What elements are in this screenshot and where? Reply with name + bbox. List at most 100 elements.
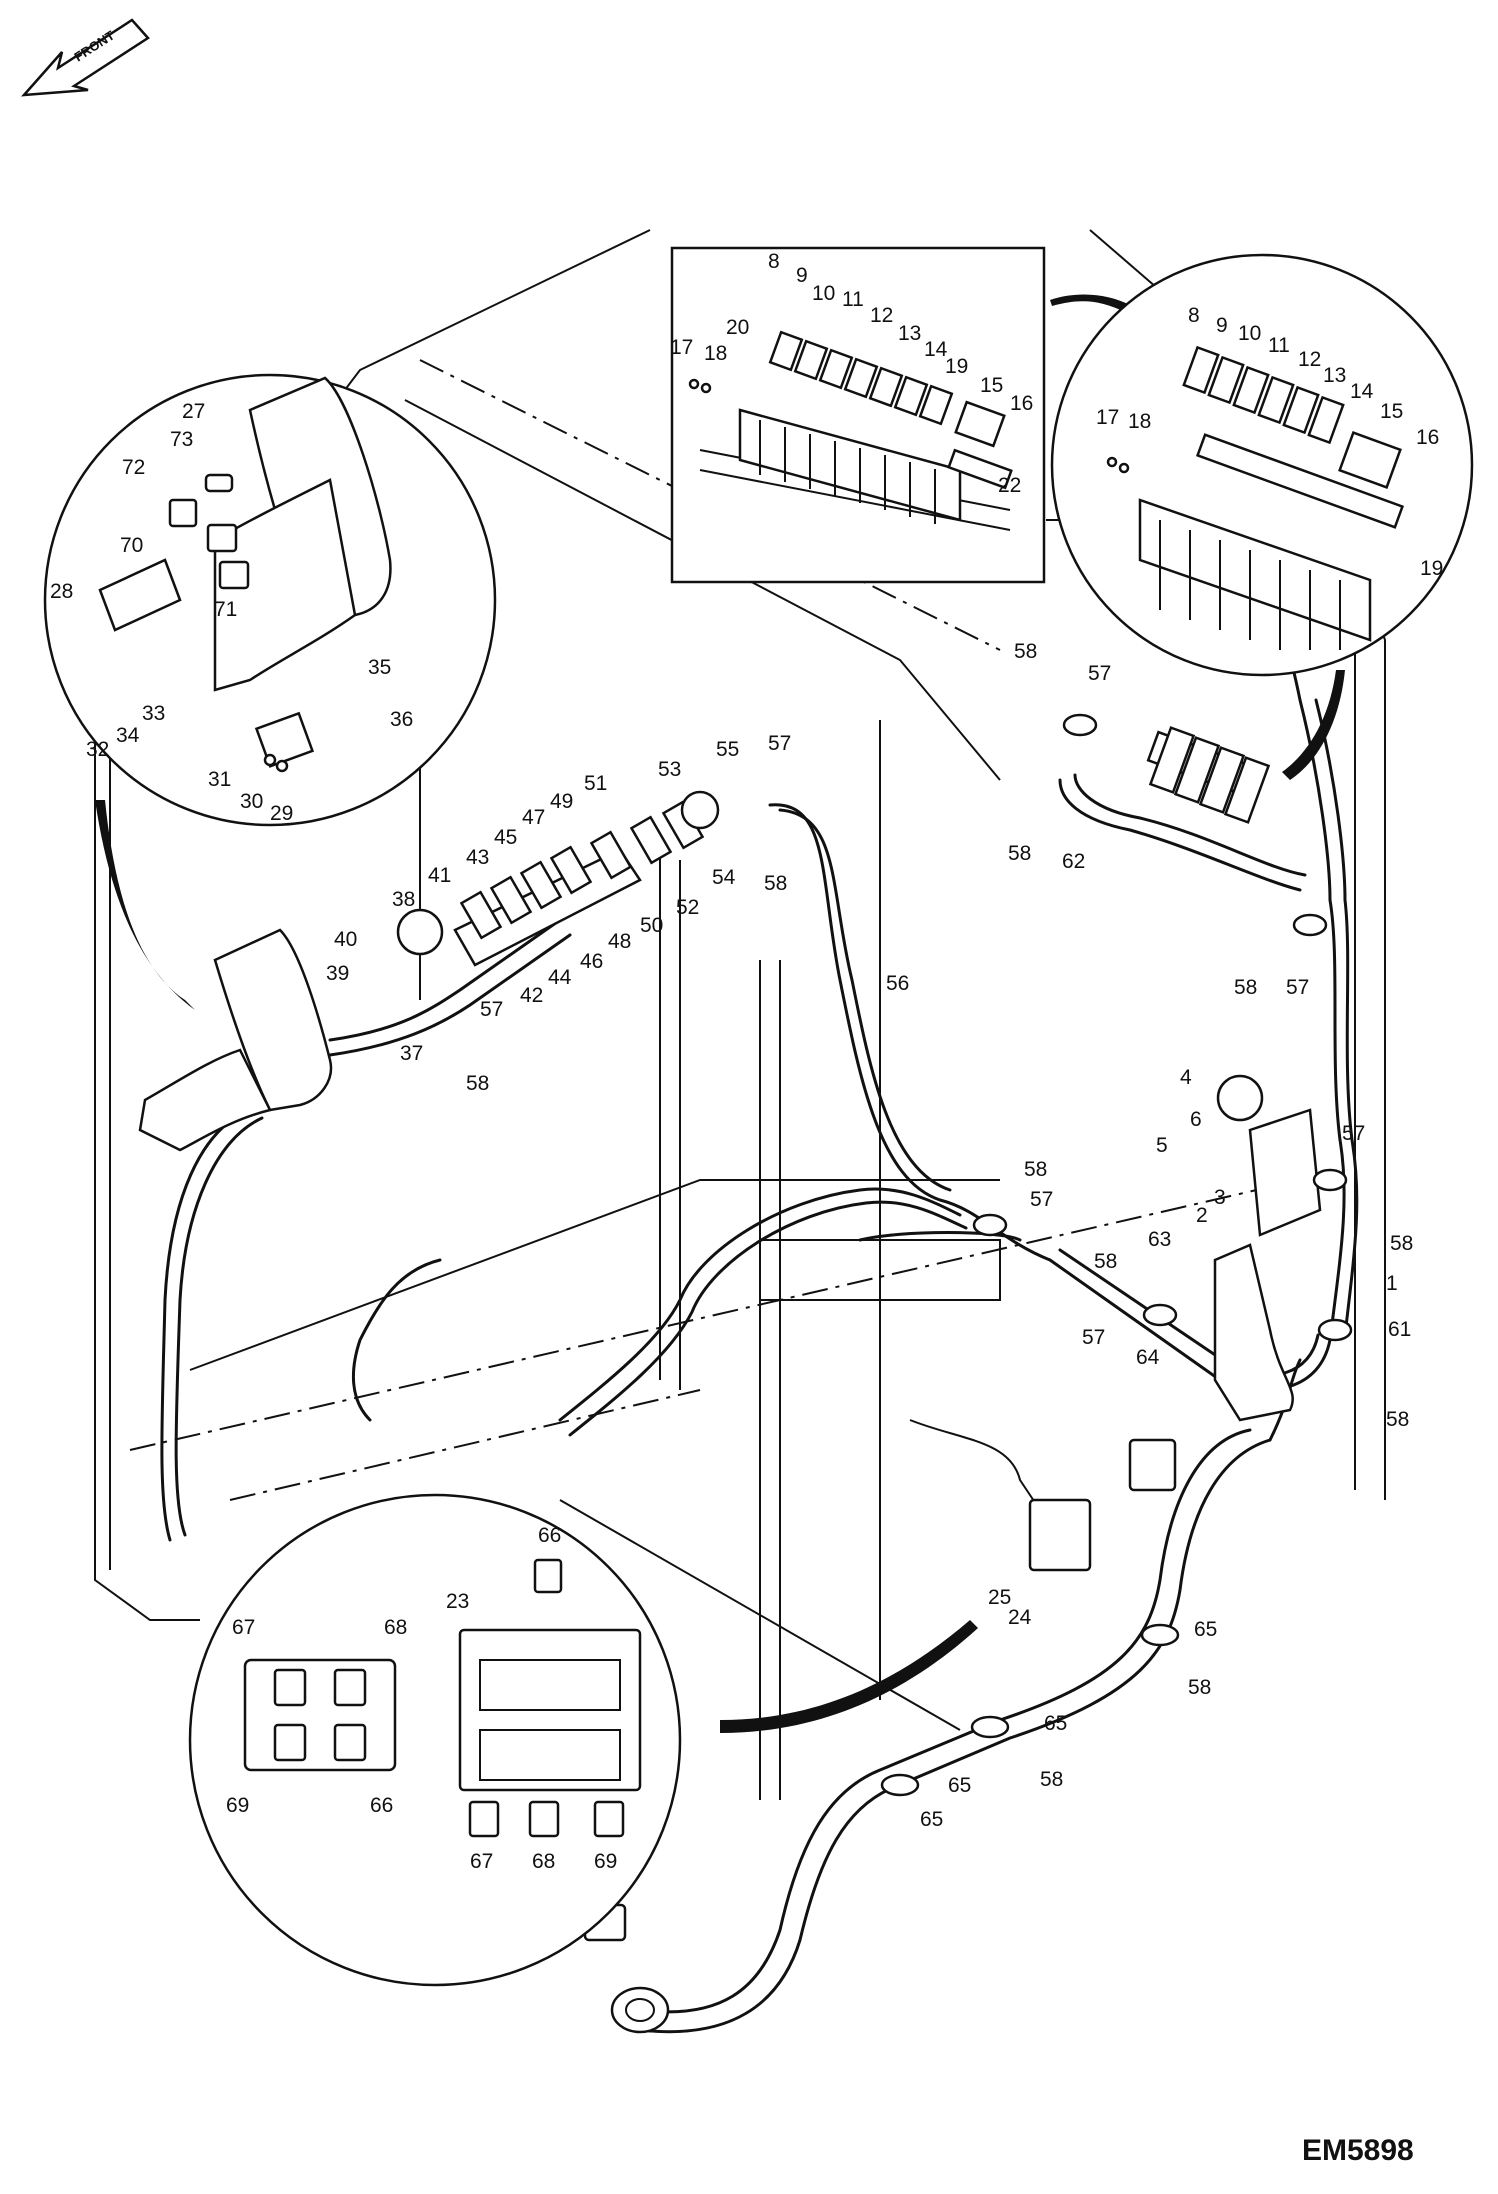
callout-68-bottom: 68: [532, 1850, 555, 1873]
callout-71: 71: [214, 598, 237, 621]
callout-58: 58: [1386, 1408, 1409, 1431]
horn-38: [396, 790, 720, 956]
detail-fusebox-labels: 23 66 67 68 69 66 67 68 69: [226, 1524, 617, 1873]
switch-panel: [453, 800, 705, 967]
callout-32: 32: [86, 738, 109, 761]
callout-57: 57: [768, 732, 791, 755]
fusebox-detail-circle: [188, 1493, 682, 1987]
callout-57: 57: [1030, 1188, 1053, 1211]
callout-57: 57: [480, 998, 503, 1021]
callout-45: 45: [494, 826, 517, 849]
callout-16: 16: [1010, 392, 1033, 415]
callout-67-left: 67: [232, 1616, 255, 1639]
callout-28: 28: [50, 580, 73, 603]
callout-11: 11: [842, 288, 864, 311]
callout-58: 58: [1390, 1232, 1413, 1255]
callout-31: 31: [208, 768, 231, 791]
callout-23: 23: [446, 1590, 469, 1613]
callout-27: 27: [182, 400, 205, 423]
callout-65: 65: [1044, 1712, 1067, 1735]
callout-65: 65: [1194, 1618, 1217, 1641]
relay-detail-circle: [1050, 253, 1474, 677]
callout-52: 52: [676, 896, 699, 919]
callout-24: 24: [1008, 1606, 1032, 1629]
callout-73: 73: [170, 428, 193, 451]
detail-leaders: [95, 294, 1345, 1733]
callout-40: 40: [334, 928, 357, 951]
callout-57: 57: [1082, 1326, 1105, 1349]
callout-34: 34: [116, 724, 140, 747]
callout-58: 58: [1024, 1158, 1047, 1181]
callout-25: 25: [988, 1586, 1011, 1609]
fuse-relay-detail-box: [670, 246, 1046, 584]
callout-62: 62: [1062, 850, 1085, 873]
callout-35: 35: [368, 656, 391, 679]
callout-10: 10: [812, 282, 835, 305]
callout-58: 58: [466, 1072, 489, 1095]
callout-17: 17: [670, 336, 693, 359]
callout-53: 53: [658, 758, 681, 781]
callout-41: 41: [428, 864, 451, 887]
callout-65: 65: [920, 1808, 943, 1831]
detail-relay-right-labels: 8 9 10 11 12 13 14 15 16 17 18 19: [1096, 304, 1443, 580]
callout-37: 37: [400, 1042, 423, 1065]
callout-70: 70: [120, 534, 143, 557]
callout-58: 58: [1094, 1250, 1117, 1273]
callout-58: 58: [1040, 1768, 1063, 1791]
callout-55: 55: [716, 738, 739, 761]
callout-58: 58: [764, 872, 787, 895]
callout-58: 58: [1014, 640, 1037, 663]
callout-13: 13: [898, 322, 921, 345]
callout-18: 18: [1128, 410, 1151, 433]
callout-36: 36: [390, 708, 413, 731]
callout-68-left: 68: [384, 1616, 407, 1639]
callout-5: 5: [1156, 1134, 1168, 1157]
callout-66-top: 66: [538, 1524, 561, 1547]
callout-9: 9: [1216, 314, 1228, 337]
callout-67-bottom: 67: [470, 1850, 493, 1873]
callout-8: 8: [768, 250, 780, 273]
callout-66-left: 66: [370, 1794, 393, 1817]
callout-17: 17: [1096, 406, 1119, 429]
callout-8: 8: [1188, 304, 1200, 327]
callout-12: 12: [1298, 348, 1321, 371]
detail-display-mount-labels: 27 28 29 30 31 32 33 34 35 36 70 71 72 7…: [50, 400, 413, 825]
callout-39: 39: [326, 962, 349, 985]
callout-58: 58: [1234, 976, 1257, 999]
callout-38: 38: [392, 888, 415, 911]
callout-69-bottom: 69: [594, 1850, 617, 1873]
callout-58: 58: [1188, 1676, 1211, 1699]
callout-51: 51: [584, 772, 607, 795]
callout-50: 50: [640, 914, 663, 937]
main-callout-labels: 1 2 3 4 5 6 24 25 37 38 39 40 41 42 43 4…: [326, 640, 1413, 1831]
cab-frame: [94, 229, 1386, 1800]
callout-4: 4: [1180, 1066, 1192, 1089]
callout-9: 9: [796, 264, 808, 287]
callout-58: 58: [1008, 842, 1031, 865]
callout-64: 64: [1136, 1346, 1160, 1369]
callout-13: 13: [1323, 364, 1346, 387]
callout-63: 63: [1148, 1228, 1171, 1251]
callout-20: 20: [726, 316, 749, 339]
callout-54: 54: [712, 866, 736, 889]
callout-12: 12: [870, 304, 893, 327]
callout-19: 19: [1420, 557, 1443, 580]
callout-57: 57: [1342, 1122, 1365, 1145]
callout-61: 61: [1388, 1318, 1411, 1341]
front-direction-arrow: FRONT: [21, 18, 150, 97]
relay-block-main: [1146, 726, 1271, 824]
callout-19: 19: [945, 355, 968, 378]
callout-56: 56: [886, 972, 909, 995]
callout-44: 44: [548, 966, 572, 989]
callout-33: 33: [142, 702, 165, 725]
callout-14: 14: [924, 338, 948, 361]
control-unit: [1028, 1074, 1322, 1572]
dashboard-display: [138, 928, 333, 1152]
callout-15: 15: [980, 374, 1003, 397]
callout-42: 42: [520, 984, 543, 1007]
figure-code: EM5898: [1302, 2134, 1414, 2167]
callout-2: 2: [1196, 1204, 1208, 1227]
callout-18: 18: [704, 342, 727, 365]
callout-15: 15: [1380, 400, 1403, 423]
